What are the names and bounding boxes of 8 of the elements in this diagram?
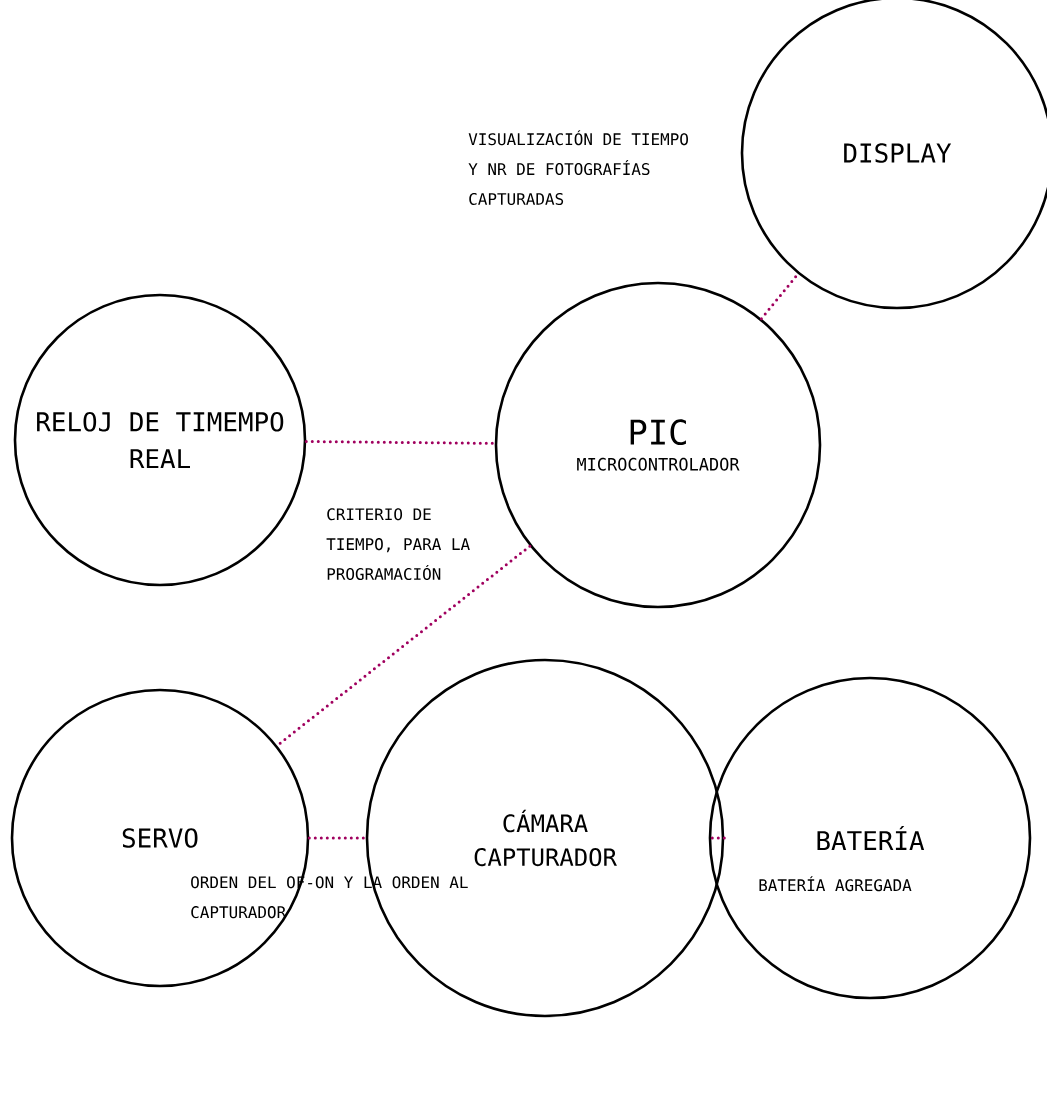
- circle-node: PIC MICROCONTROLADOR: [494, 281, 822, 609]
- dotted-line: [304, 440, 497, 445]
- dotted-line: [307, 836, 368, 840]
- dotted-line: [759, 272, 800, 321]
- annotation-text: CRITERIO DE TIEMPO, PARA LA PROGRAMACIÓN: [326, 508, 470, 581]
- annotation-text: VISUALIZACIÓN DE TIEMPO Y NR DE FOTOGRAFÍAS CAPTURADAS: [468, 130, 688, 205]
- annotation-text: BATERÍA AGREGADA: [759, 876, 912, 892]
- circle-node: RELOJ DE TIMEMPO REAL: [13, 293, 307, 587]
